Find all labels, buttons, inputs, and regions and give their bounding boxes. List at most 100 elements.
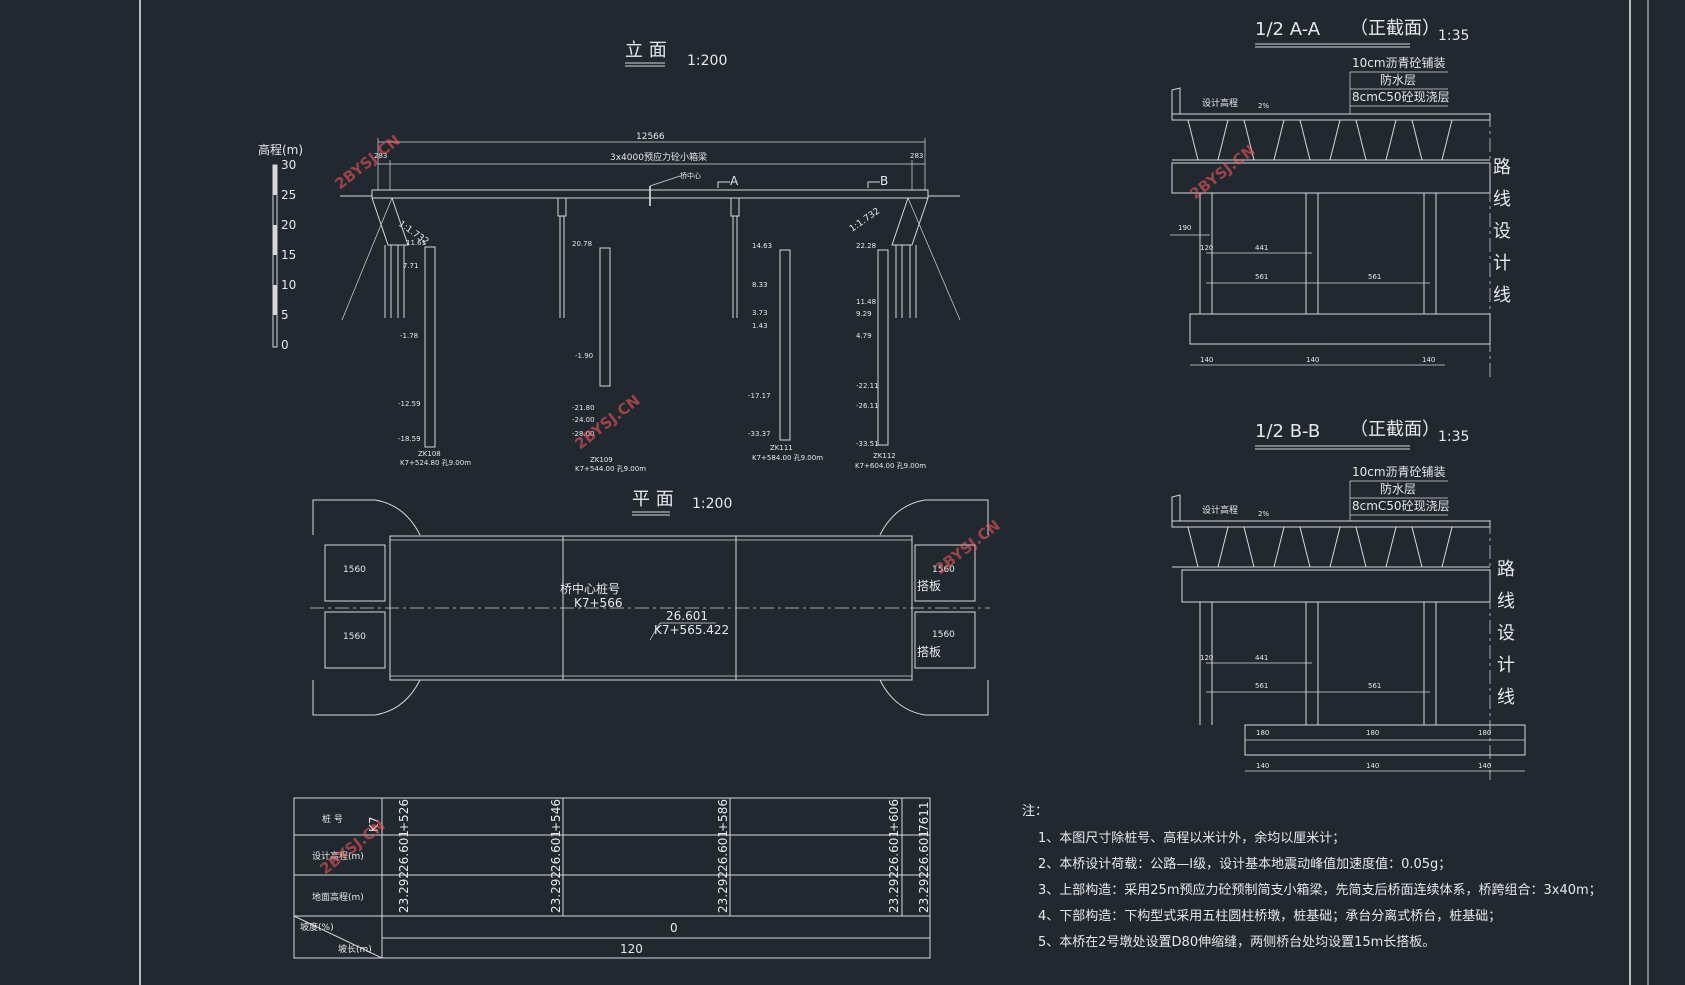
section-bb-layer-1: 10cm沥青砼铺装 xyxy=(1352,465,1446,479)
bridge-center-label: 桥中心 xyxy=(680,171,701,180)
note-5: 5、本桥在2号墩处设置D80伸缩缝，两侧桥台处均设置15m长搭板。 xyxy=(1038,934,1435,950)
table-station-546: +546 xyxy=(549,799,563,832)
borehole-1-station: K7+524.80 孔9.00m xyxy=(400,459,471,467)
section-aa-dim-140a: 140 xyxy=(1200,356,1213,364)
slab-dim-4: 1560 xyxy=(932,630,955,640)
watermark-4: 2BYSJ.CN xyxy=(1186,141,1258,203)
section-b-marker: B xyxy=(880,174,888,188)
level-15: 9.29 xyxy=(856,310,872,318)
watermark-5: 2BYSJ.CN xyxy=(316,816,388,878)
section-bb-dim-441: 441 xyxy=(1255,654,1268,662)
section-bb-vertical-label: 路线设计线 xyxy=(1497,559,1515,708)
note-3: 3、上部构造：采用25m预应力砼预制简支小箱梁，先简支后桥面连续体系，桥跨组合：… xyxy=(1038,882,1602,898)
borehole-1-name: ZK108 xyxy=(418,450,441,458)
section-bb-dim-561a: 561 xyxy=(1255,682,1268,690)
note-1: 1、本图尺寸除桩号、高程以米计外，余均以厘米计； xyxy=(1038,830,1345,846)
elevation-scale: 1:200 xyxy=(687,53,727,69)
borehole-2-station: K7+544.00 孔9.00m xyxy=(575,465,646,473)
section-bb-dim-140b: 140 xyxy=(1366,762,1379,770)
level-8: -28.00 xyxy=(572,430,595,438)
section-aa-layer-2: 防水层 xyxy=(1380,72,1416,87)
table-station-586: +586 xyxy=(716,799,730,832)
level-3: -12.59 xyxy=(398,400,421,408)
section-aa-scale: 1:35 xyxy=(1438,28,1469,44)
borehole-4-top: 22.28 xyxy=(856,242,876,250)
section-bb-view: 1/2 B-B （正截面） 1:35 10cm沥青砼铺装 防水层 8cmC50砼… xyxy=(1171,419,1526,780)
section-aa-view: 1/2 A-A （正截面） 1:35 10cm沥青砼铺装 防水层 8cmC50砼… xyxy=(1170,18,1491,380)
level-9: 8.33 xyxy=(752,281,768,289)
elevation-view: 立 面 1:200 高程(m) 30 25 20 15 10 5 0 12566… xyxy=(258,40,961,473)
table-length-value: 120 xyxy=(620,942,643,956)
section-bb-dim-180b: 180 xyxy=(1366,729,1379,737)
borehole-3-name: ZK111 xyxy=(770,444,793,452)
scale-tick-25: 25 xyxy=(281,188,296,202)
section-aa-dim-561b: 561 xyxy=(1368,273,1381,281)
level-12: -17.17 xyxy=(748,392,771,400)
section-aa-subtitle: （正截面） xyxy=(1350,18,1440,39)
level-14: 11.48 xyxy=(856,298,876,306)
section-aa-design-label: 设计高程 xyxy=(1202,97,1238,109)
section-aa-dim-140c: 140 xyxy=(1422,356,1435,364)
section-aa-dim-190: 190 xyxy=(1178,224,1191,232)
scale-tick-0: 0 xyxy=(281,338,289,352)
slab-label-2: 搭板 xyxy=(917,645,941,659)
section-aa-dim-140b: 140 xyxy=(1306,356,1319,364)
level-11: 1.43 xyxy=(752,322,768,330)
section-bb-subtitle: （正截面） xyxy=(1350,419,1440,440)
table-station-k7: K7 xyxy=(367,816,381,832)
plan-elevation-station: K7+565.422 xyxy=(654,623,729,637)
section-bb-dim-120: 120 xyxy=(1200,654,1213,662)
slab-label-1: 搭板 xyxy=(917,579,941,593)
borehole-4-name: ZK112 xyxy=(873,452,896,460)
level-13: -33.37 xyxy=(748,430,771,438)
section-bb-title: 1/2 B-B xyxy=(1255,421,1320,442)
section-aa-dim-120: 120 xyxy=(1200,244,1213,252)
table-design-3: 26.601 xyxy=(716,830,730,872)
table-station-526: +526 xyxy=(397,799,411,832)
watermark-3: 2BYSJ.CN xyxy=(931,516,1003,578)
table-ground-1: 23.292 xyxy=(397,871,411,913)
borehole-2-name: ZK109 xyxy=(590,456,613,464)
plan-view: 平 面 1:200 1560 1560 1560 1560 搭板 搭板 桥中心桩… xyxy=(310,489,990,716)
plan-elevation-value: 26.601 xyxy=(666,609,708,623)
table-design-1: 26.601 xyxy=(397,830,411,872)
scale-bar-label: 高程(m) xyxy=(258,142,303,157)
section-aa-dim-441: 441 xyxy=(1255,244,1268,252)
table-label-length: 坡长(m) xyxy=(338,943,372,955)
table-ground-3: 23.292 xyxy=(716,871,730,913)
section-bb-dim-140c: 140 xyxy=(1478,762,1491,770)
table-design-4: 26.601 xyxy=(887,830,901,872)
section-bb-layer-3: 8cmC50砼现浇层 xyxy=(1352,499,1450,513)
table-ground-5: 23.292 xyxy=(917,871,931,913)
total-length-dim: 12566 xyxy=(636,132,665,142)
table-label-grade: 坡度(%) xyxy=(300,921,334,933)
span-label: 3x4000预应力砼小箱梁 xyxy=(610,151,707,163)
note-2: 2、本桥设计荷载：公路—Ⅰ级，设计基本地震动峰值加速度值：0.05g； xyxy=(1038,856,1451,872)
level-18: -26.11 xyxy=(856,402,879,410)
section-aa-title: 1/2 A-A xyxy=(1255,19,1321,40)
section-bb-layer-2: 防水层 xyxy=(1380,481,1416,496)
level-4: -18.59 xyxy=(398,435,421,443)
section-bb-dim-180c: 180 xyxy=(1478,729,1491,737)
table-grade-value: 0 xyxy=(670,921,678,935)
watermarks: 2BYSJ.CN 2BYSJ.CN 2BYSJ.CN 2BYSJ.CN 2BYS… xyxy=(316,131,1258,878)
table-design-2: 26.601 xyxy=(549,830,563,872)
scale-tick-20: 20 xyxy=(281,218,296,232)
table-design-5: 26.601 xyxy=(917,830,931,872)
level-16: 4.79 xyxy=(856,332,872,340)
scale-tick-30: 30 xyxy=(281,158,296,172)
table-ground-4: 23.292 xyxy=(887,871,901,913)
note-4: 4、下部构造：下构型式采用五柱圆柱桥墩，桩基础；承台分离式桥台，桩基础； xyxy=(1038,908,1501,924)
section-bb-scale: 1:35 xyxy=(1438,429,1469,445)
level-7: -24.00 xyxy=(572,416,595,424)
table-label-ground: 地面高程(m) xyxy=(312,891,364,903)
table-label-design: 设计高程(m) xyxy=(312,850,364,862)
end-dim-left: 283 xyxy=(374,152,387,160)
section-aa-dim-561a: 561 xyxy=(1255,273,1268,281)
end-dim-right: 283 xyxy=(910,152,923,160)
plan-center-label: 桥中心桩号 xyxy=(560,581,620,596)
section-aa-layer-3: 8cmC50砼现浇层 xyxy=(1352,90,1450,104)
section-aa-layer-1: 10cm沥青砼铺装 xyxy=(1352,56,1446,70)
section-a-marker: A xyxy=(730,174,739,188)
borehole-2-top: 20.78 xyxy=(572,240,592,248)
